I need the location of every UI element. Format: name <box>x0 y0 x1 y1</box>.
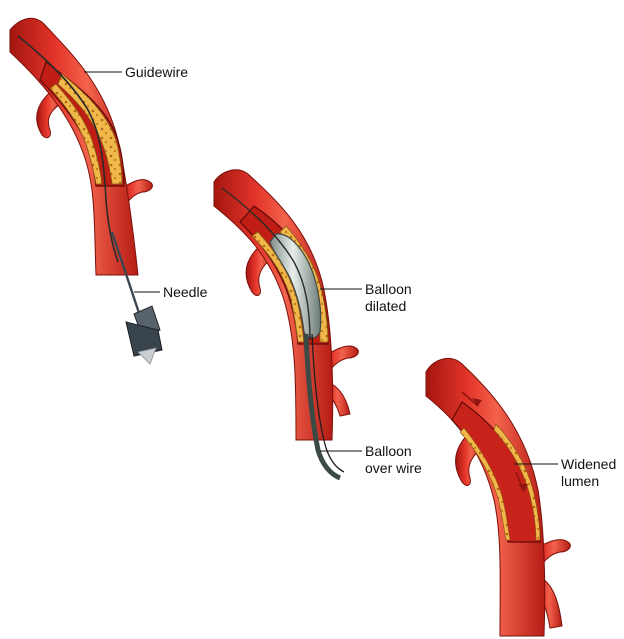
balloon-over-wire-label-line2: over wire <box>365 460 422 477</box>
needle-label: Needle <box>163 284 207 301</box>
balloon-over-wire-label: Balloon over wire <box>365 443 422 477</box>
balloon-dilated-label-line2: dilated <box>365 298 412 315</box>
panel-balloon <box>214 170 362 478</box>
balloon-dilated-label: Balloon dilated <box>365 281 412 315</box>
guidewire-label: Guidewire <box>125 64 188 81</box>
needle-hub <box>126 306 162 364</box>
widened-lumen-label: Widened lumen <box>561 456 616 490</box>
balloon-over-wire-label-line1: Balloon <box>365 443 422 460</box>
balloon-dilated-label-line1: Balloon <box>365 281 412 298</box>
widened-lumen-label-line2: lumen <box>561 473 616 490</box>
panel-widened-lumen <box>426 358 570 636</box>
widened-lumen-label-line1: Widened <box>561 456 616 473</box>
